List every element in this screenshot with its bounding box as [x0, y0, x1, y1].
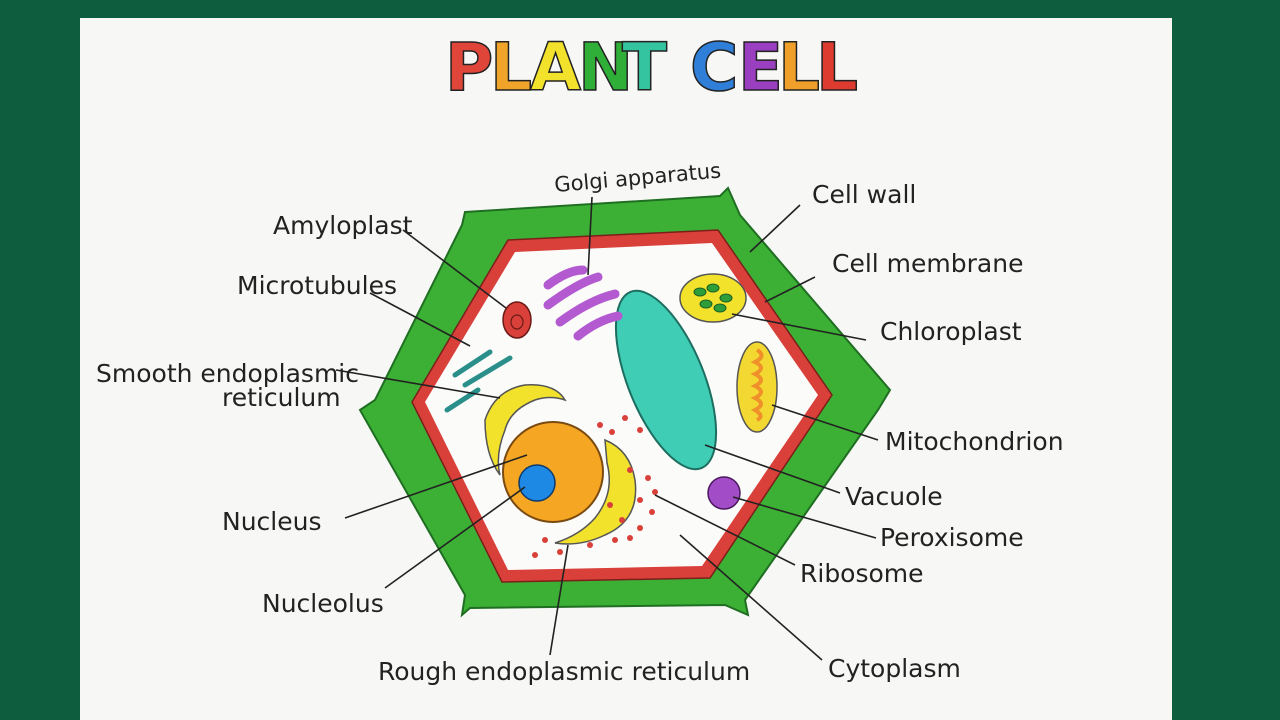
label-golgi-apparatus: Golgi apparatus [553, 159, 722, 197]
label-rough-er: Rough endoplasmic reticulum [378, 657, 750, 686]
title-letter: E [738, 29, 783, 106]
ribosome-dot [609, 429, 615, 435]
ribosome-dot [597, 422, 603, 428]
label-nucleolus: Nucleolus [262, 589, 384, 618]
label-smooth-er-line1: Smooth endoplasmic [96, 359, 359, 388]
label-smooth-er-line2: reticulum [222, 383, 341, 412]
label-microtubules: Microtubules [237, 271, 397, 300]
peroxisome [707, 476, 741, 510]
label-cytoplasm: Cytoplasm [828, 654, 961, 683]
label-chloroplast: Chloroplast [880, 317, 1022, 346]
ribosome-dot [645, 475, 651, 481]
ribosome-dot [587, 542, 593, 548]
golgi-apparatus [543, 265, 623, 341]
ribosome-dot [607, 502, 613, 508]
title-letter: L [778, 29, 820, 106]
title-letter: P [445, 29, 493, 106]
smooth-er [484, 384, 567, 476]
ribosome-dot [542, 537, 548, 543]
label-amyloplast: Amyloplast [273, 211, 413, 240]
ribosomes [532, 415, 658, 558]
chloroplast [679, 273, 747, 323]
label-peroxisome: Peroxisome [880, 523, 1024, 552]
amyloplast [502, 301, 532, 339]
ribosome-dot [637, 525, 643, 531]
label-mitochondrion: Mitochondrion [885, 427, 1064, 456]
title-letter: L [490, 29, 532, 106]
ribosome-dot [649, 509, 655, 515]
ribosome-dot [532, 552, 538, 558]
title-letter: C [690, 29, 738, 106]
label-vacuole: Vacuole [845, 482, 943, 511]
label-ribosome: Ribosome [800, 559, 924, 588]
ribosome-dot [637, 497, 643, 503]
nucleus [502, 421, 604, 523]
label-cell-wall: Cell wall [812, 180, 916, 209]
ribosome-dot [557, 549, 563, 555]
title-letter: T [622, 29, 667, 106]
ribosome-dot [612, 537, 618, 543]
ribosome-dot [619, 517, 625, 523]
label-nucleus: Nucleus [222, 507, 322, 536]
title-letter: A [530, 29, 581, 106]
title-letter: N [578, 29, 633, 106]
label-cell-membrane: Cell membrane [832, 249, 1023, 278]
ribosome-dot [637, 427, 643, 433]
ribosome-dot [627, 535, 633, 541]
leader-lines [335, 196, 879, 661]
ribosome-dot [627, 467, 633, 473]
nucleolus [518, 464, 556, 502]
thylakoid-stacks [693, 283, 733, 313]
ribosome-dot [652, 489, 658, 495]
title-letter: L [816, 29, 858, 106]
rough-er [554, 438, 637, 545]
vacuole [614, 289, 718, 471]
ribosome-dot [622, 415, 628, 421]
